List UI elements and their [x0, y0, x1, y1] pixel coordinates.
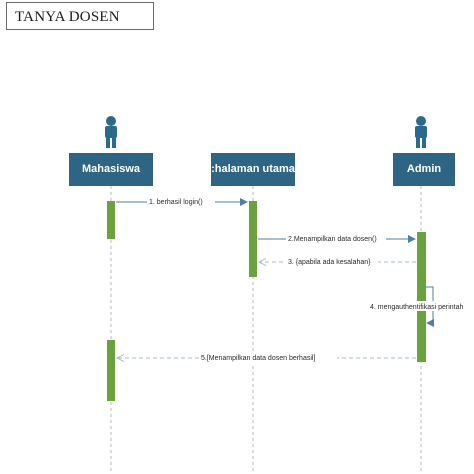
- message-2-label-bg: [286, 234, 386, 244]
- message-5-label: 5.[Menampilkan data dosen berhasil]: [201, 355, 315, 362]
- message-1-label-bg: [147, 197, 215, 207]
- message-4-label-bg: [368, 301, 474, 311]
- activation-admin: [417, 232, 426, 362]
- message-3-label: 3. {apabila ada kesalahan}: [288, 259, 371, 266]
- activation-halaman-utama: [249, 201, 257, 277]
- participant-admin-label: Admin: [406, 163, 442, 175]
- diagram-title-box: TANYA DOSEN: [6, 2, 154, 30]
- participant-halaman-utama-label: :halaman utama: [211, 163, 295, 175]
- participant-admin: Admin: [393, 153, 455, 186]
- participant-mahasiswa-label: Mahasiswa: [81, 163, 141, 175]
- message-1-label: 1. berhasil login(): [149, 199, 203, 206]
- message-2-label: 2.Menampilkan data dosen(): [288, 236, 377, 243]
- participant-halaman-utama: :halaman utama: [211, 153, 295, 186]
- admin-person-icon: [415, 116, 427, 148]
- participant-mahasiswa: Mahasiswa: [69, 153, 153, 186]
- message-4-label: 4. mengauthentifikasi perintah: [370, 304, 463, 311]
- message-5-label-bg: [199, 353, 337, 363]
- message-3-label-bg: [286, 257, 378, 267]
- activation-mahasiswa-1: [107, 201, 115, 239]
- mahasiswa-person-icon: [105, 116, 117, 148]
- activation-mahasiswa-2: [107, 340, 115, 401]
- diagram-title: TANYA DOSEN: [15, 9, 120, 25]
